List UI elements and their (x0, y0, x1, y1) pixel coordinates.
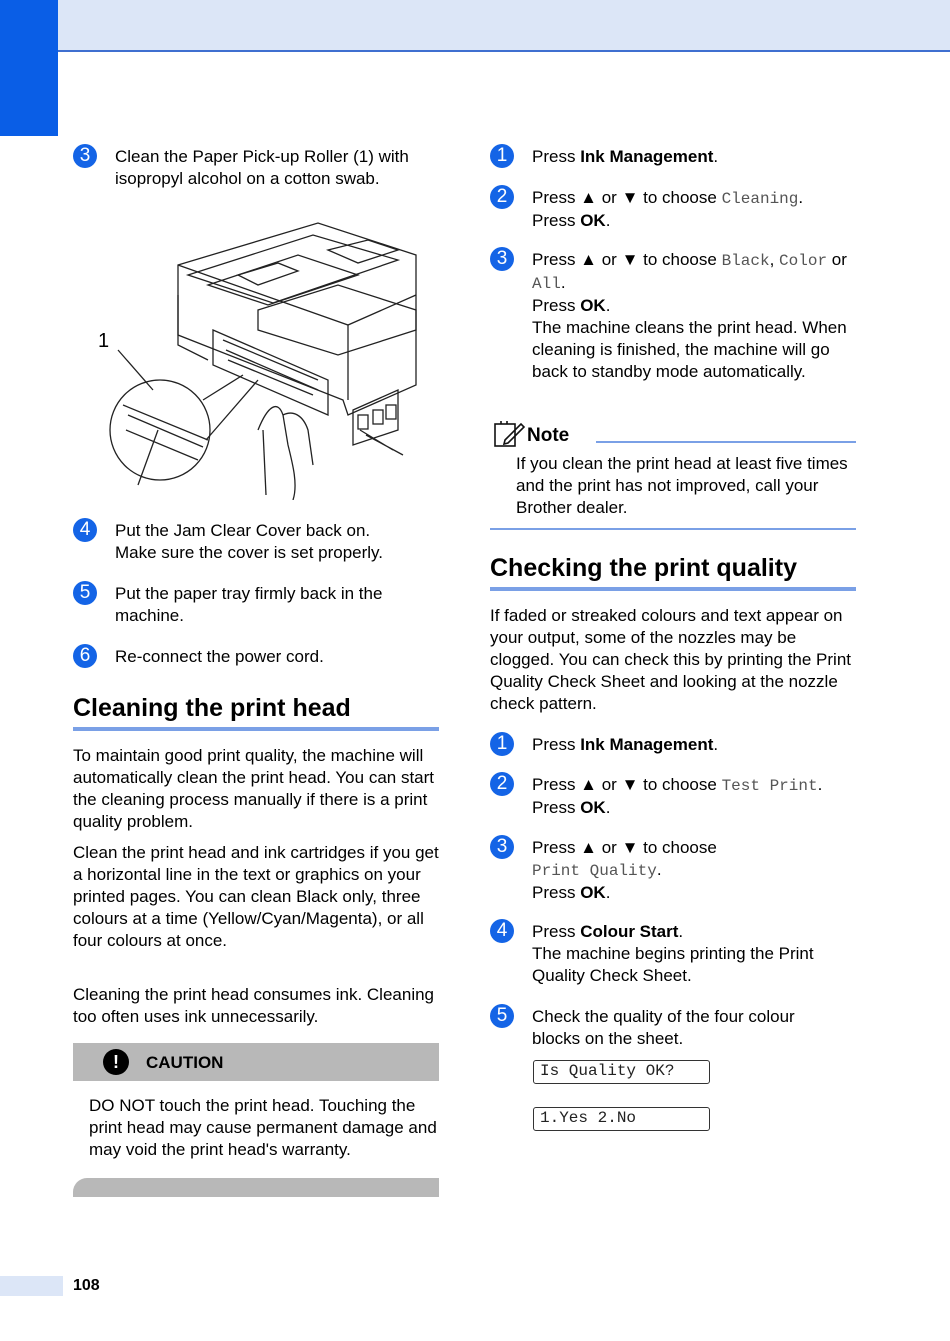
ok-key: OK (580, 798, 606, 817)
separator: or (827, 250, 847, 269)
step-description: The machine begins printing the Print Qu… (532, 944, 814, 985)
caution-footer (73, 1178, 439, 1197)
step-text: Press (532, 922, 581, 941)
footer-band (0, 1276, 63, 1296)
step-number: 5 (73, 581, 97, 605)
step-text: Press ▲ or ▼ to choose (532, 250, 722, 269)
step-text-end: . (713, 147, 719, 166)
step-text: Re-connect the power cord. (115, 647, 324, 666)
lcd-option-print-quality: Print Quality (532, 862, 657, 880)
separator: , (769, 250, 780, 269)
ok-line-end: . (605, 211, 611, 230)
step-text: Check the quality of the four colour blo… (532, 1007, 795, 1048)
step-text-end: . (678, 922, 684, 941)
lcd-option-all: All (532, 275, 561, 293)
step-number: 4 (73, 518, 97, 542)
note-bottom-rule (490, 528, 856, 530)
section-rule (490, 587, 856, 591)
lcd-option-test-print: Test Print (721, 777, 818, 795)
step-text-end: . (817, 775, 823, 794)
ok-line-end: . (605, 883, 611, 902)
step-text-end: . (798, 188, 804, 207)
header-band (58, 0, 950, 52)
ok-line-text: Press (532, 296, 581, 315)
exclamation-icon: ! (103, 1049, 129, 1075)
colour-start-key: Colour Start (580, 922, 679, 941)
note-title: Note (527, 425, 570, 446)
intro-paragraph: If faded or streaked colours and text ap… (490, 606, 852, 713)
step-number: 1 (490, 144, 514, 168)
step-number: 2 (490, 772, 514, 796)
ink-management-key: Ink Management (580, 147, 714, 166)
ok-line-text: Press (532, 798, 581, 817)
ok-key: OK (580, 211, 606, 230)
step-text-end: . (560, 273, 566, 292)
note-rule (596, 441, 856, 443)
lcd-option-color: Color (779, 252, 828, 270)
note-pencil-icon (494, 421, 525, 447)
lcd-display-yes-no: 1.Yes 2.No (533, 1107, 710, 1131)
paragraph-1: To maintain good print quality, the mach… (73, 746, 435, 831)
step-number: 3 (73, 144, 97, 168)
section-title-cleaning: Cleaning the print head (73, 694, 351, 722)
step-text: Clean the Paper Pick-up Roller (1) with … (115, 147, 409, 188)
lcd-option-cleaning: Cleaning (721, 190, 799, 208)
step-text-end: . (656, 860, 662, 879)
step-text-line1: Put the Jam Clear Cover back on. (115, 521, 371, 540)
step-number: 6 (73, 644, 97, 668)
step-number: 3 (490, 835, 514, 859)
ok-key: OK (580, 296, 606, 315)
caution-label: CAUTION (146, 1053, 224, 1072)
ok-line-end: . (605, 798, 611, 817)
step-text: Press (532, 735, 581, 754)
step-text-line2: Make sure the cover is set properly. (115, 543, 384, 562)
caution-header: ! CAUTION (73, 1043, 439, 1081)
step-description: The machine cleans the print head. When … (532, 318, 847, 381)
step-number: 4 (490, 919, 514, 943)
step-number: 2 (490, 185, 514, 209)
figure-callout-1: 1 (98, 330, 109, 352)
step-number: 5 (490, 1004, 514, 1028)
chapter-tab (0, 0, 58, 136)
step-number: 1 (490, 732, 514, 756)
caution-text: DO NOT touch the print head. Touching th… (89, 1096, 437, 1159)
ok-key: OK (580, 883, 606, 902)
lcd-display-quality-ok: Is Quality OK? (533, 1060, 710, 1084)
step-text-end: . (713, 735, 719, 754)
ink-management-key: Ink Management (580, 735, 714, 754)
paragraph-2: Clean the print head and ink cartridges … (73, 843, 439, 950)
ok-line-text: Press (532, 883, 581, 902)
printer-illustration: 1 (98, 222, 417, 500)
step-text: Press (532, 147, 581, 166)
note-text: If you clean the print head at least fiv… (516, 454, 848, 517)
lcd-option-black: Black (721, 252, 770, 270)
paragraph-3: Cleaning the print head consumes ink. Cl… (73, 985, 435, 1026)
section-rule (73, 727, 439, 731)
step-text: Press ▲ or ▼ to choose (532, 775, 722, 794)
section-title-checking: Checking the print quality (490, 554, 797, 582)
step-text: Press ▲ or ▼ to choose (532, 188, 722, 207)
step-text: Put the paper tray firmly back in the ma… (115, 584, 383, 625)
step-text: Press ▲ or ▼ to choose (532, 838, 717, 857)
ok-line-end: . (605, 296, 611, 315)
step-number: 3 (490, 247, 514, 271)
ok-line-text: Press (532, 211, 581, 230)
page-number: 108 (73, 1277, 100, 1294)
